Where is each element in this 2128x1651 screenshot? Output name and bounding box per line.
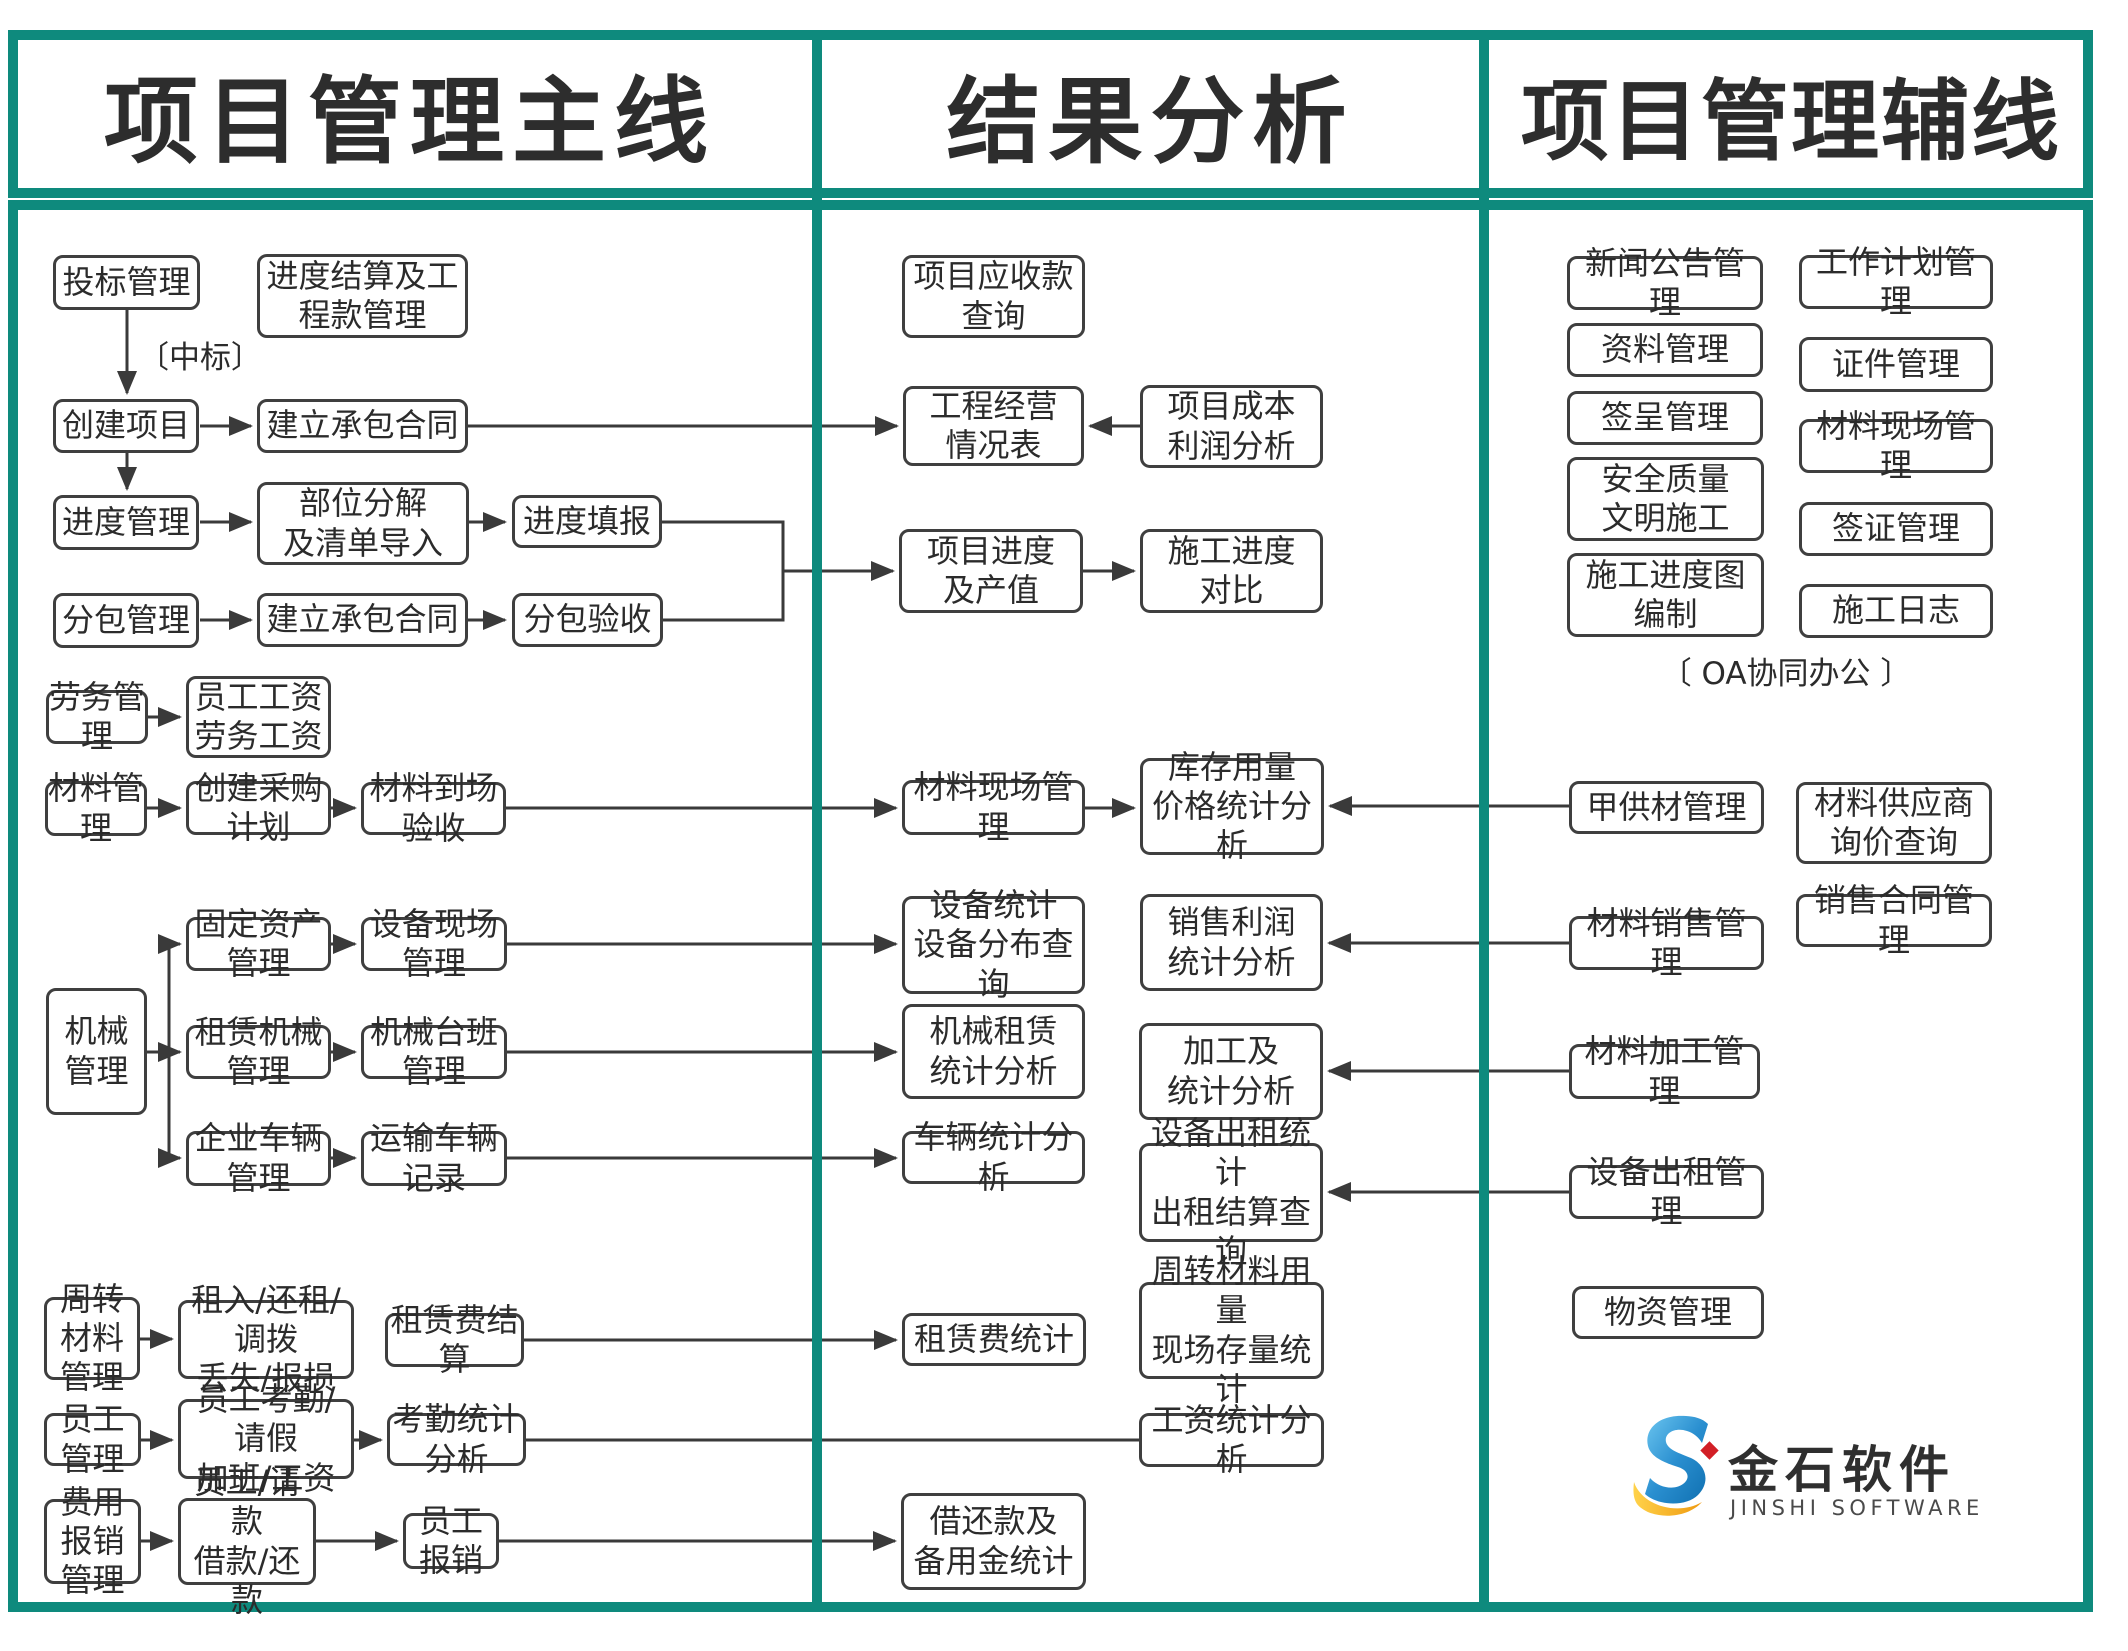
node-progress-management: 进度管理: [53, 495, 199, 550]
node-cost-profit: 项目成本 利润分析: [1140, 385, 1323, 468]
node-transport-record: 运输车辆记录: [361, 1119, 507, 1197]
node-work-plan: 工作计划管理: [1799, 243, 1993, 320]
node-subcontract-management: 分包管理: [53, 593, 199, 648]
node-contract-1: 建立承包合同: [257, 399, 468, 453]
node-machine-shift: 机械台班管理: [361, 1013, 507, 1090]
header-frame: [8, 30, 2093, 198]
jinshi-logo-icon: [1633, 1415, 1719, 1516]
node-attendance: 员工考勤/请假 加班/工资: [178, 1380, 354, 1497]
node-part-decompose: 部位分解 及清单导入: [257, 482, 469, 565]
node-salary-stat: 工资统计分析: [1139, 1401, 1324, 1478]
node-employee-management: 员工管理: [44, 1400, 141, 1478]
node-turnover-stat: 周转材料用量 现场存量统计: [1139, 1252, 1324, 1408]
node-sales-contract: 销售合同管理: [1796, 881, 1992, 959]
node-purchase-plan: 创建采购计划: [186, 769, 331, 846]
node-certificate: 证件管理: [1799, 337, 1993, 392]
node-equip-rent-management: 设备出租管理: [1569, 1153, 1764, 1230]
node-schedule-chart: 施工进度图 编制: [1567, 553, 1764, 637]
node-attendance-stat: 考勤统计分析: [387, 1400, 526, 1478]
node-loan-stat: 借还款及 备用金统计: [901, 1493, 1086, 1590]
node-sign: 签呈管理: [1567, 391, 1763, 445]
node-progress-settlement: 进度结算及工 程款管理: [257, 254, 468, 338]
node-equip-site: 设备现场管理: [361, 905, 507, 982]
node-visa: 签证管理: [1799, 502, 1993, 556]
jinshi-logo-en: JINSHI SOFTWARE: [1730, 1496, 1984, 1520]
node-process-stat: 加工及 统计分析: [1139, 1023, 1323, 1120]
node-equip-rent-stat: 设备出租统计 出租结算查询: [1139, 1114, 1323, 1270]
jinshi-logo-cn: 金石软件: [1728, 1441, 1956, 1499]
node-inventory-stat: 库存用量 价格统计分析: [1140, 748, 1324, 864]
node-create-project: 创建项目: [53, 399, 199, 453]
node-machine-rental-stat: 机械租赁 统计分析: [902, 1004, 1085, 1099]
node-material-site: 材料现场管理: [902, 768, 1085, 846]
node-progress-fill: 进度填报: [512, 495, 662, 548]
node-material-arrival: 材料到场验收: [361, 769, 506, 847]
header-main-line: 项目管理主线: [103, 67, 716, 177]
node-vehicle-stat: 车辆统计分析: [902, 1118, 1085, 1196]
node-contract-2: 建立承包合同: [257, 593, 468, 647]
node-employee-reimburse: 员工报销: [403, 1502, 499, 1579]
node-rental-machine: 租赁机械管理: [186, 1013, 331, 1090]
node-company-vehicle: 企业车辆管理: [186, 1119, 331, 1197]
node-material-management: 材料管理: [45, 769, 147, 847]
node-employee-loan: 员工/请款 借款/还款: [178, 1463, 316, 1619]
node-turnover-material: 周转材料 管理: [44, 1280, 140, 1396]
node-goods-management: 物资管理: [1572, 1286, 1764, 1339]
note-oa: 〔 OA协同办公 〕: [1660, 656, 1912, 692]
node-sales-profit: 销售利润 统计分析: [1140, 894, 1323, 991]
node-machine-management: 机械管理: [46, 988, 147, 1115]
node-safety: 安全质量 文明施工: [1567, 457, 1764, 541]
column-divider-1: [812, 30, 822, 1612]
jinshi-logo: 金石软件 JINSHI SOFTWARE: [1630, 1412, 2030, 1572]
header-aux-line: 项目管理辅线: [1520, 68, 2061, 173]
node-construct-log: 施工日志: [1799, 584, 1993, 638]
node-subcontract-accept: 分包验收: [512, 593, 663, 647]
node-material-site-2: 材料现场管理: [1799, 407, 1993, 484]
node-labor-management: 劳务管理: [46, 678, 148, 755]
node-operation-table: 工程经营 情况表: [903, 386, 1084, 466]
node-document: 资料管理: [1567, 323, 1763, 377]
node-bid-management: 投标管理: [53, 255, 200, 310]
node-owner-material: 甲供材管理: [1569, 781, 1764, 834]
node-construct-compare: 施工进度 对比: [1140, 529, 1323, 613]
node-rental-fee-settle: 租赁费结算: [385, 1301, 524, 1378]
node-progress-value: 项目进度 及产值: [899, 529, 1083, 613]
node-expense-management: 费用报销 管理: [44, 1483, 141, 1599]
node-material-process: 材料加工管理: [1569, 1032, 1760, 1110]
node-receivable-query: 项目应收款 查询: [902, 255, 1085, 338]
header-result-analysis: 结果分析: [946, 67, 1355, 177]
node-news: 新闻公告管理: [1567, 244, 1763, 321]
column-divider-2: [1479, 30, 1489, 1612]
note-win-bid: 〔中标〕: [138, 340, 262, 376]
node-supplier-inquiry: 材料供应商 询价查询: [1796, 782, 1992, 864]
node-rent-return: 租入/还租/调拨 丢失/报损: [178, 1281, 354, 1397]
body-frame: [8, 200, 2093, 1612]
node-material-sales: 材料销售管理: [1569, 904, 1764, 981]
node-wages: 员工工资 劳务工资: [186, 676, 331, 758]
node-fixed-assets: 固定资产管理: [186, 905, 331, 982]
node-equip-stat: 设备统计 设备分布查询: [902, 886, 1085, 1003]
node-rental-fee-stat: 租赁费统计: [902, 1313, 1086, 1366]
